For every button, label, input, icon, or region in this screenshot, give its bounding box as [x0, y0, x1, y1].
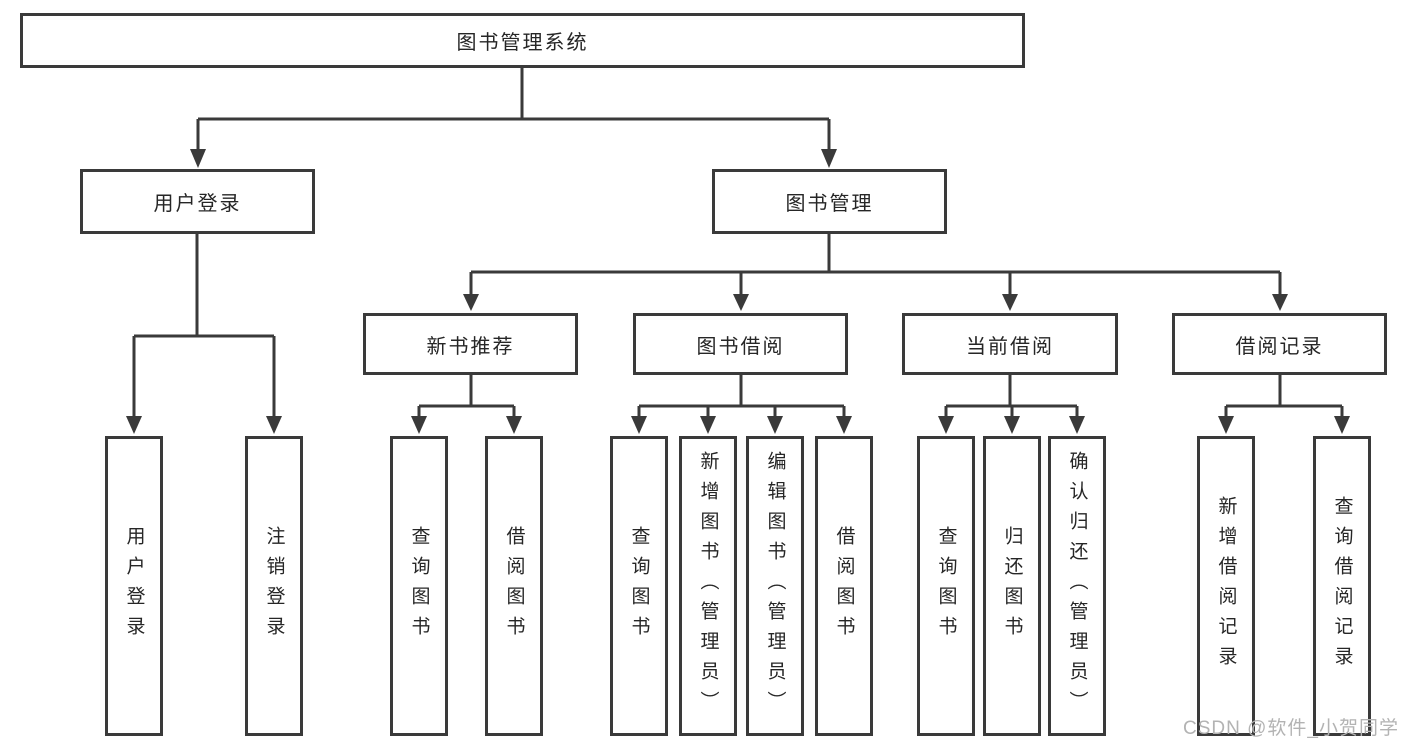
leaf-edit-books-admin-label: 编辑图书（管理员）: [764, 451, 786, 721]
leaf-add-borrow-record: 新增借阅记录: [1197, 436, 1255, 736]
leaf-confirm-return-admin: 确认归还（管理员）: [1048, 436, 1106, 736]
leaf-borrow-books-label: 借阅图书: [833, 526, 855, 646]
node-book-management: 图书管理: [712, 169, 947, 234]
node-current-borrowing: 当前借阅: [902, 313, 1118, 375]
node-borrowing-records: 借阅记录: [1172, 313, 1387, 375]
leaf-query-borrow-record-label: 查询借阅记录: [1331, 496, 1353, 676]
leaf-confirm-return-admin-label: 确认归还（管理员）: [1066, 451, 1088, 721]
leaf-edit-books-admin: 编辑图书（管理员）: [746, 436, 804, 736]
leaf-query-books-recommend-label: 查询图书: [408, 526, 430, 646]
leaf-borrow-books-recommend: 借阅图书: [485, 436, 543, 736]
leaf-logout: 注销登录: [245, 436, 303, 736]
node-user-login-branch: 用户登录: [80, 169, 315, 234]
leaf-query-books-borrowing-label: 查询图书: [628, 526, 650, 646]
leaf-add-books-admin: 新增图书（管理员）: [679, 436, 737, 736]
node-book-borrowing: 图书借阅: [633, 313, 848, 375]
leaf-add-borrow-record-label: 新增借阅记录: [1215, 496, 1237, 676]
leaf-logout-label: 注销登录: [263, 526, 285, 646]
node-root: 图书管理系统: [20, 13, 1025, 68]
leaf-query-borrow-record: 查询借阅记录: [1313, 436, 1371, 736]
leaf-add-books-admin-label: 新增图书（管理员）: [697, 451, 719, 721]
leaf-borrow-books: 借阅图书: [815, 436, 873, 736]
leaf-query-books-current-label: 查询图书: [935, 526, 957, 646]
leaf-user-login-label: 用户登录: [123, 526, 145, 646]
leaf-return-books-label: 归还图书: [1001, 526, 1023, 646]
csdn-watermark: CSDN @软件_小贺同学: [1183, 718, 1399, 739]
leaf-query-books-recommend: 查询图书: [390, 436, 448, 736]
leaf-query-books-current: 查询图书: [917, 436, 975, 736]
leaf-query-books-borrowing: 查询图书: [610, 436, 668, 736]
node-new-book-recommendation: 新书推荐: [363, 313, 578, 375]
leaf-user-login: 用户登录: [105, 436, 163, 736]
leaf-return-books: 归还图书: [983, 436, 1041, 736]
leaf-borrow-books-recommend-label: 借阅图书: [503, 526, 525, 646]
